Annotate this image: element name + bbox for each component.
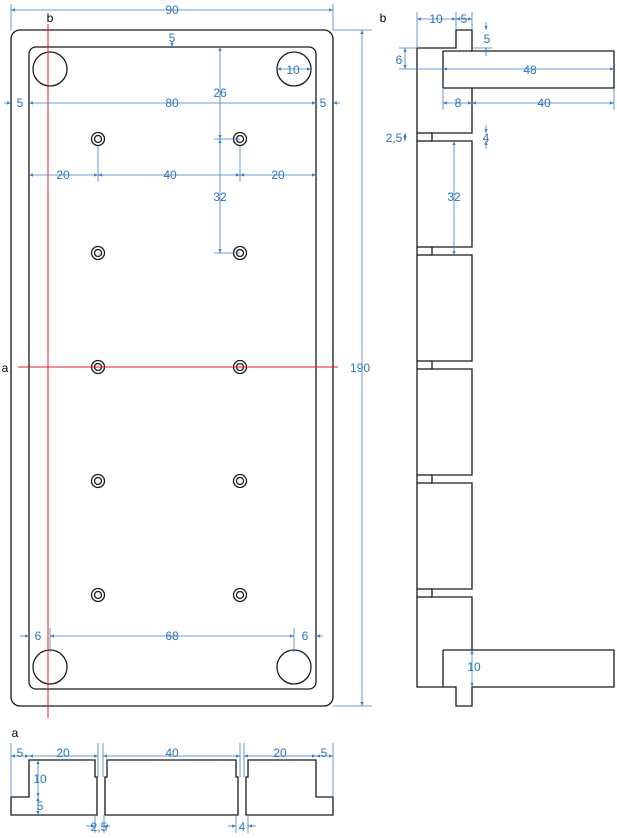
dim-side-top-a: 10 bbox=[429, 12, 443, 26]
dim-section-seg-left: 20 bbox=[56, 746, 70, 760]
dim-hole-edge-left: 20 bbox=[56, 168, 70, 182]
inner-frame bbox=[28, 46, 317, 690]
dim-bottom-edge-right: 6 bbox=[302, 629, 309, 643]
dim-slot-width: 4 bbox=[483, 131, 490, 145]
side-profile bbox=[416, 29, 615, 707]
dim-overall-width: 90 bbox=[165, 3, 179, 17]
dim-section-seg-right: 20 bbox=[273, 746, 287, 760]
section-profile-left bbox=[10, 759, 98, 816]
corner-hole-bottom-right bbox=[276, 649, 312, 685]
dim-left-margin: 5 bbox=[17, 96, 24, 110]
dim-section-edge-right: 5 bbox=[321, 746, 328, 760]
dim-inner-width: 80 bbox=[165, 96, 179, 110]
outer-frame bbox=[10, 29, 334, 707]
dim-slot-pitch: 32 bbox=[447, 190, 461, 204]
dim-slot-depth: 8 bbox=[455, 96, 462, 110]
dim-overall-height: 190 bbox=[350, 361, 370, 375]
dim-section-edge-left: 5 bbox=[17, 746, 24, 760]
section-label-a-front: a bbox=[2, 361, 9, 375]
dim-hole-edge-right: 20 bbox=[271, 168, 285, 182]
dim-slot-gap: 2,5 bbox=[386, 131, 403, 145]
front-dimensions bbox=[4, 4, 372, 707]
section-label-a-bottom: a bbox=[12, 726, 19, 740]
section-profile-middle bbox=[104, 759, 239, 816]
dim-section-gap-left: 2,5 bbox=[91, 820, 108, 834]
dim-section-seg-mid: 40 bbox=[165, 746, 179, 760]
section-label-b-front: b bbox=[47, 11, 54, 25]
dim-top-margin: 5 bbox=[169, 31, 176, 45]
section-dimensions bbox=[10, 743, 334, 833]
dim-slot-length: 40 bbox=[537, 96, 551, 110]
corner-hole-top-left bbox=[32, 51, 68, 87]
dim-side-top-b: 5 bbox=[461, 12, 468, 26]
section-view: a 5 20 40 20 5 10 5 2,5 4 bbox=[10, 726, 334, 834]
dim-bottom-edge-left: 6 bbox=[35, 629, 42, 643]
side-view: b 10 5 bbox=[380, 11, 615, 707]
dim-bottom-span: 68 bbox=[165, 629, 179, 643]
corner-hole-bottom-left bbox=[32, 649, 68, 685]
dim-right-margin: 5 bbox=[320, 96, 327, 110]
dim-side-top-c: 5 bbox=[484, 32, 491, 46]
dim-section-height-total: 10 bbox=[33, 772, 47, 786]
section-label-b-side: b bbox=[380, 11, 387, 25]
section-profile-right bbox=[245, 759, 334, 816]
dim-section-height-step: 5 bbox=[37, 799, 44, 813]
dim-bottom-flange: 10 bbox=[467, 660, 481, 674]
dim-hole-row-offset: 26 bbox=[213, 86, 227, 100]
side-dimensions bbox=[399, 12, 615, 687]
dim-corner-hole: 10 bbox=[286, 63, 300, 77]
dim-flange-offset: 6 bbox=[396, 53, 403, 67]
dim-flange-length: 48 bbox=[523, 63, 537, 77]
dim-hole-pitch: 32 bbox=[213, 190, 227, 204]
front-view: 90 5 5 80 5 10 26 32 20 40 20 190 6 68 6… bbox=[2, 3, 372, 718]
dim-hole-span: 40 bbox=[163, 168, 177, 182]
dim-section-gap-right: 4 bbox=[239, 820, 246, 834]
